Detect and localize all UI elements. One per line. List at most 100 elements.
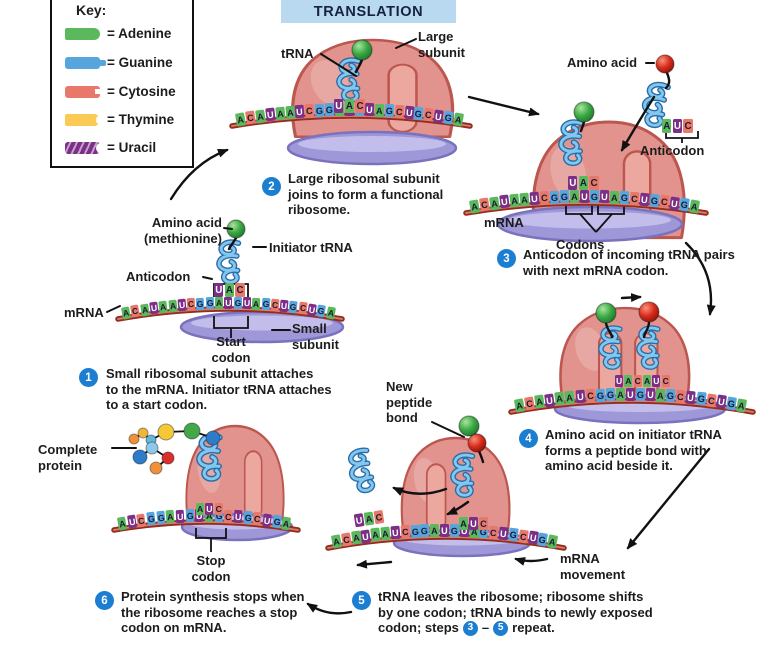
- nucleotide-U: U: [294, 104, 305, 119]
- title-banner: TRANSLATION: [281, 0, 456, 23]
- arrow-mrna-movement: [514, 557, 549, 566]
- nucleotide-C: C: [214, 503, 223, 515]
- initiator-trna-label: Initiator tRNA: [269, 240, 353, 255]
- nucleotide-C: C: [373, 509, 385, 525]
- nucleotide-U: U: [599, 190, 609, 204]
- key-heading: Key:: [76, 2, 107, 18]
- nucleotide-A: A: [609, 190, 620, 204]
- nucleotide-A: A: [274, 106, 286, 121]
- nucleotide-U: U: [669, 196, 680, 211]
- key-legend: Key: = Adenine = Guanine = Cytosine = Th…: [50, 0, 194, 168]
- step3-badge: 3: [497, 249, 516, 268]
- nucleotide-U: U: [499, 194, 510, 209]
- nucleotide-A: A: [564, 390, 575, 405]
- nucleotide-G: G: [549, 190, 560, 204]
- amino-acid-ball-step2: [351, 39, 373, 61]
- amino-acid-stems: [227, 58, 671, 464]
- arrow-step2-to-step3: [467, 95, 540, 117]
- nucleotide-U: U: [580, 190, 589, 203]
- nucleotide-C: C: [633, 375, 642, 387]
- key-item-thymine: = Thymine: [65, 112, 174, 127]
- nucleotide-G: G: [508, 527, 519, 542]
- flow-arrows: [169, 95, 716, 615]
- amino-acid-methionine-label: Amino acid(methionine): [144, 215, 222, 246]
- key-item-cytosine: = Cytosine: [65, 84, 176, 99]
- complete-protein-chain: [128, 422, 221, 475]
- nucleotide-A: A: [578, 176, 589, 190]
- nucleotide-C: C: [683, 119, 693, 133]
- step5-badge: 5: [352, 591, 371, 610]
- nucleotide-U: U: [568, 176, 578, 190]
- nucleotide-C: C: [479, 197, 490, 212]
- nucleotide-C: C: [585, 389, 595, 403]
- nucleotide-U: U: [498, 526, 509, 541]
- nucleotide-G: G: [314, 103, 325, 117]
- nucleotide-C: C: [661, 375, 670, 387]
- nucleotide-G: G: [605, 388, 615, 402]
- amino-acid-ball-step4-red: [638, 301, 660, 323]
- nucleotide-U: U: [233, 510, 243, 524]
- nucleotide-C: C: [488, 525, 499, 540]
- nucleotide-C: C: [355, 99, 365, 113]
- amino-acid-ball-step5-red: [467, 433, 487, 453]
- nucleotide-G: G: [695, 391, 707, 406]
- nucleotide-U: U: [177, 298, 187, 312]
- arrow-incoming-trna: [620, 95, 656, 152]
- nucleotide-U: U: [334, 99, 344, 113]
- nucleotide-C: C: [235, 283, 245, 297]
- mrna-label-step1: mRNA: [64, 305, 104, 320]
- nucleotide-A: A: [254, 109, 266, 124]
- nucleotide-U: U: [529, 191, 540, 206]
- nucleotide-C: C: [340, 532, 352, 547]
- key-item-adenine: = Adenine: [65, 26, 171, 41]
- nucleotide-G: G: [420, 524, 430, 538]
- arrow-inside-ribosome: [446, 500, 470, 516]
- nucleotide-G: G: [595, 388, 605, 403]
- nucleotide-A: A: [554, 391, 565, 406]
- stop-codon-bracket: [195, 528, 227, 552]
- arrow-peptide-shift: [620, 293, 642, 302]
- nucleotide-C: C: [270, 298, 280, 312]
- amino-acid-ball-step3-red: [655, 54, 675, 74]
- nucleotide-G: G: [384, 104, 394, 118]
- nucleotide-C: C: [223, 509, 234, 523]
- nucleotide-U: U: [574, 389, 585, 404]
- start-codon-bracket: [213, 316, 249, 338]
- anticodon-label-step1: Anticodon: [126, 269, 191, 284]
- key-item-guanine: = Guanine: [65, 55, 173, 70]
- nucleotide-U: U: [205, 503, 214, 515]
- nucleotide-A: A: [374, 103, 384, 117]
- nucleotide-G: G: [156, 510, 166, 525]
- nucleotide-C: C: [298, 301, 308, 315]
- nucleotide-A: A: [662, 119, 672, 133]
- nucleotide-A: A: [624, 375, 633, 387]
- nucleotide-G: G: [243, 510, 253, 525]
- nucleotide-A: A: [489, 196, 500, 211]
- nucleotide-G: G: [205, 297, 215, 310]
- nucleotide-A: A: [509, 193, 520, 208]
- arrow-step3-to-step4: [684, 241, 716, 316]
- nucleotide-A: A: [363, 511, 375, 526]
- nucleotide-U: U: [715, 394, 727, 409]
- nucleotide-A: A: [224, 283, 235, 297]
- nucleotide-C: C: [675, 389, 686, 404]
- nucleotide-U: U: [214, 283, 224, 297]
- key-item-uracil: = Uracil: [65, 140, 156, 155]
- cytosine-swatch: [65, 85, 101, 98]
